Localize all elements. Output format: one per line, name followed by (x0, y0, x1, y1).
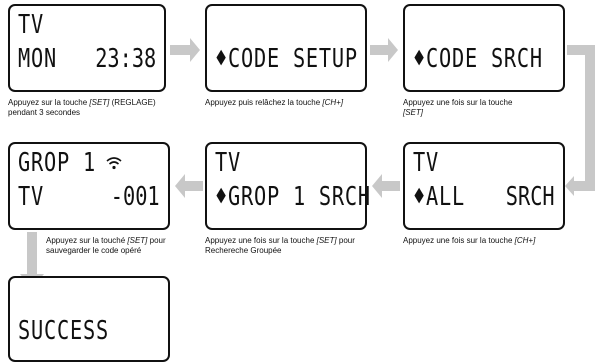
lcd-screen-6: TV ♦ALL SRCH (403, 142, 565, 230)
arrow-left-3 (175, 174, 203, 198)
lcd-line-1: TV (413, 148, 439, 178)
arrow-left-1 (565, 176, 574, 196)
arrow-right-2 (370, 38, 398, 62)
arrow-connector-right (567, 45, 595, 191)
lcd-line-2-left: ♦GROP 1 SRCH (215, 182, 371, 212)
arrow-right-1 (170, 38, 200, 62)
lcd-line-2-right: -001 (111, 182, 160, 212)
lcd-line-1: TV (215, 148, 241, 178)
lcd-line-1: TV (18, 10, 44, 40)
lcd-line-2-right: SRCH (506, 182, 555, 212)
caption-step-5: Appuyez une fois sur la touche [SET] pou… (205, 236, 355, 255)
lcd-line-2-right: 23:38 (94, 44, 156, 74)
caption-step-6: Appuyez une fois sur la touche [CH+] (403, 236, 536, 245)
caption-step-2: Appuyez puis relâchez la touche [CH+] (205, 98, 344, 107)
lcd-screen-1: TV MON 23:38 (8, 4, 166, 92)
lcd-screen-7: SUCCESS (8, 276, 170, 362)
lcd-line-2-left: SUCCESS (18, 316, 109, 346)
caption-step-4: Appuyez sur la touché [SET] pour sauvega… (46, 236, 166, 255)
lcd-line-2-left: ♦CODE SETUP (215, 44, 358, 74)
lcd-screen-3: ♦CODE SRCH (403, 4, 565, 92)
lcd-screen-5: TV ♦GROP 1 SRCH (205, 142, 370, 230)
signal-icon (106, 156, 122, 173)
lcd-screen-2: ♦CODE SETUP (205, 4, 367, 92)
lcd-line-2-left: TV (18, 182, 44, 212)
lcd-line-2-left: MON (18, 44, 57, 74)
lcd-line-2-left: ♦ALL (413, 182, 465, 212)
lcd-line-1: GROP 1 (18, 148, 96, 178)
lcd-screen-4: GROP 1 TV -001 (8, 142, 170, 230)
arrow-left-2 (372, 174, 400, 198)
caption-step-1: Appuyez sur la touche [SET] (REGLAGE) pe… (8, 98, 156, 117)
arrow-down-1 (20, 232, 44, 288)
lcd-line-2-left: ♦CODE SRCH (413, 44, 543, 74)
caption-step-3: Appuyez une fois sur la touche [SET] (403, 98, 513, 117)
